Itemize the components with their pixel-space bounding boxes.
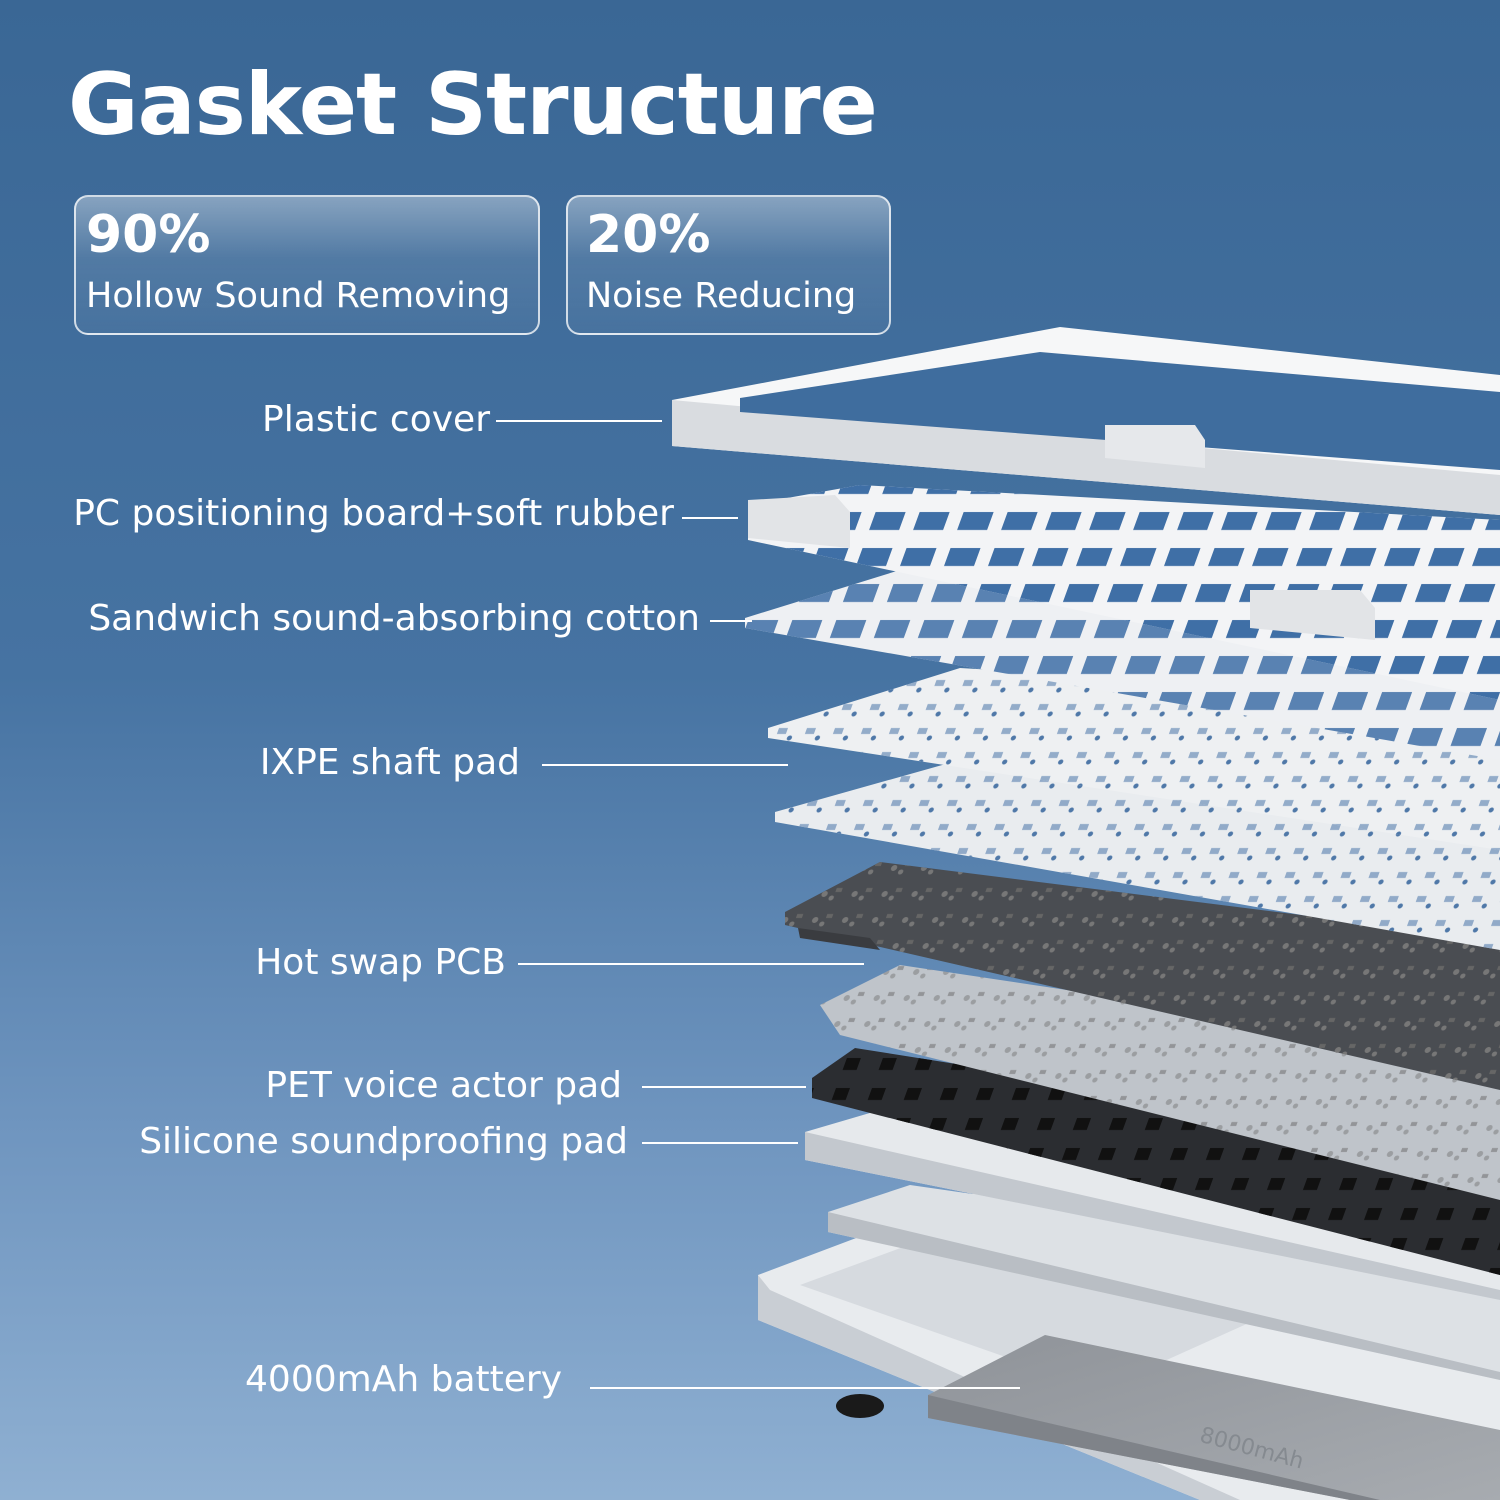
leader-line [496, 420, 662, 422]
battery: 8000mAh [836, 1335, 1500, 1500]
label-silicone-pad: Silicone soundproofing pad [139, 1121, 628, 1162]
label-hot-swap-pcb: Hot swap PCB [255, 942, 506, 983]
label-battery: 4000mAh battery [245, 1359, 562, 1400]
hot-swap-pcb [785, 862, 1500, 1090]
leader-line [642, 1142, 798, 1144]
pet-pad [812, 1048, 1500, 1275]
label-ixpe-shaft-pad: IXPE shaft pad [259, 742, 520, 783]
label-pc-positioning-board: PC positioning board+soft rubber [73, 493, 674, 534]
pc-positioning-board [748, 485, 1500, 700]
leader-line [710, 620, 752, 622]
stat-label: Noise Reducing [586, 276, 857, 316]
stat-label: Hollow Sound Removing [86, 276, 511, 316]
leader-line [642, 1086, 806, 1088]
label-sandwich-cotton: Sandwich sound-absorbing cotton [88, 598, 700, 639]
stat-value: 90% [86, 205, 211, 265]
label-plastic-cover: Plastic cover [262, 399, 490, 440]
plastic-cover [672, 327, 1500, 515]
leader-line [590, 1387, 1020, 1389]
stat-value: 20% [586, 205, 711, 265]
stat-card-hollow-sound: 90% Hollow Sound Removing [74, 195, 540, 335]
leader-line [518, 963, 864, 965]
stat-card-noise-reducing: 20% Noise Reducing [566, 195, 891, 335]
pcb-foam [820, 965, 1500, 1200]
rubber-foot [836, 1394, 884, 1418]
page-title: Gasket Structure [68, 55, 878, 155]
label-pet-pad: PET voice actor pad [265, 1065, 622, 1106]
leader-line [682, 517, 738, 519]
leader-line [542, 764, 788, 766]
silicone-pad [805, 1110, 1500, 1380]
